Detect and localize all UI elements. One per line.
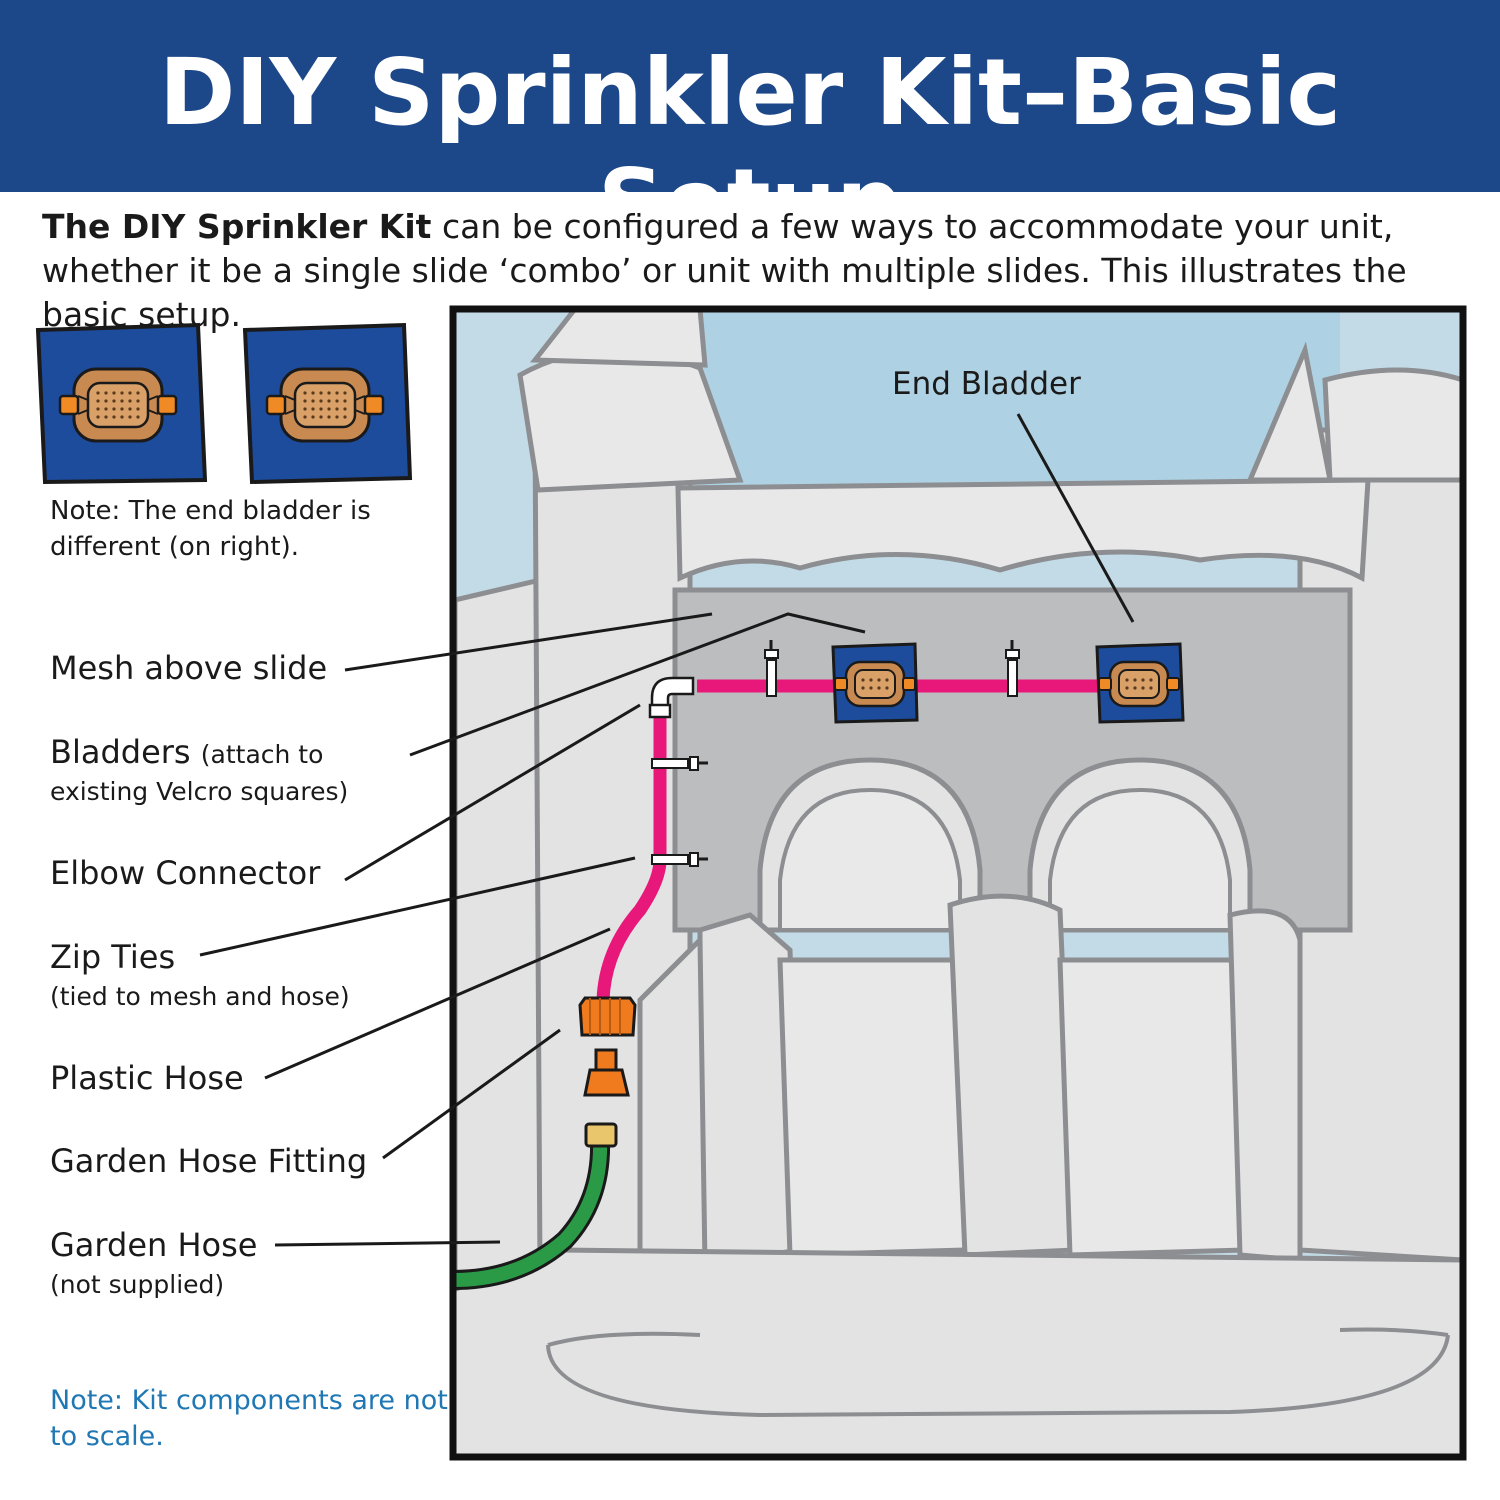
label-garden-hose-sub: (not supplied) — [50, 1270, 225, 1299]
label-fitting: Garden Hose Fitting — [50, 1142, 368, 1180]
bladder-on-mesh — [831, 642, 919, 724]
bladder-icon-end — [242, 322, 413, 485]
intro-rest: can be configured a few ways to accommod… — [42, 207, 1407, 334]
page-title: DIY Sprinkler Kit–Basic Setup — [158, 39, 1342, 256]
zip-tie-1 — [764, 640, 779, 697]
intro-bold: The DIY Sprinkler Kit — [42, 207, 432, 246]
note-end-bladder: Note: The end bladder is different (on r… — [50, 496, 371, 562]
end-bladder-on-mesh — [1095, 642, 1185, 724]
label-bladders: Bladders (attach to — [50, 732, 323, 774]
label-elbow: Elbow Connector — [50, 854, 321, 892]
plastic-hose-vertical — [596, 712, 667, 1001]
zip-tie-2 — [1005, 640, 1020, 697]
title-banner: DIY Sprinkler Kit–Basic Setup — [0, 0, 1500, 256]
label-zip-ties: Zip Ties — [50, 938, 176, 976]
label-bladders-sub2: existing Velcro squares) — [50, 777, 349, 806]
garden-hose-fitting — [578, 996, 637, 1097]
garden-hose-end — [584, 1122, 618, 1148]
label-mesh: Mesh above slide — [50, 649, 328, 687]
bladder-icon-standard — [35, 322, 208, 485]
zip-tie-3 — [651, 756, 708, 771]
garden-hose — [453, 1139, 608, 1287]
illustration-frame — [449, 305, 1467, 1461]
label-end-bladder: End Bladder — [892, 366, 1081, 402]
note-scale: Note: Kit components are not to scale. — [50, 1385, 448, 1452]
bounce-house-drawing — [453, 309, 1463, 1457]
label-bladders-main: Bladders — [50, 733, 191, 771]
label-bladders-sub: (attach to — [200, 740, 324, 769]
intro-text: The DIY Sprinkler Kit can be configured … — [42, 205, 1482, 337]
leader-lines — [199, 413, 1135, 1247]
zip-tie-4 — [651, 852, 708, 867]
label-plastic-hose: Plastic Hose — [50, 1059, 244, 1097]
label-zip-ties-sub: (tied to mesh and hose) — [50, 982, 350, 1011]
elbow-connector — [648, 676, 695, 719]
label-garden-hose: Garden Hose — [50, 1226, 258, 1264]
